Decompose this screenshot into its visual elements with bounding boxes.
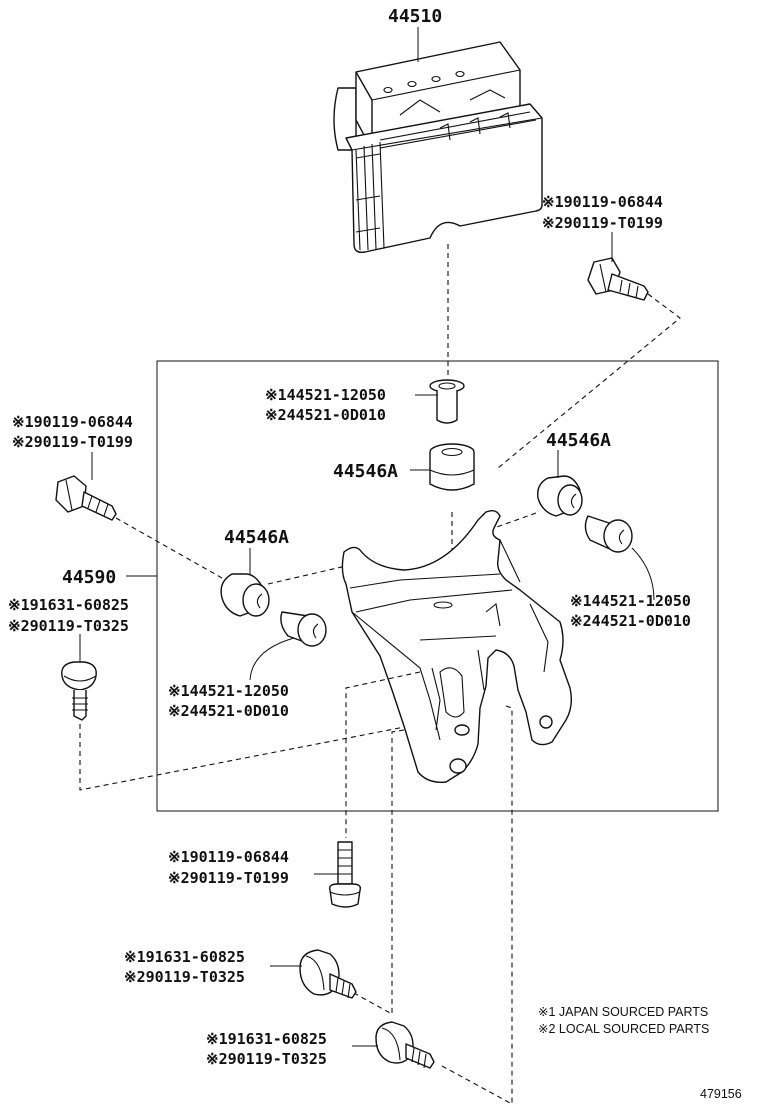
bracket-frame-box: [156, 360, 719, 812]
callout-bottom-bolt-2-b: ※290119-T0325: [124, 968, 245, 986]
cushion-left[interactable]: [220, 573, 270, 617]
callout-center-collar-2: ※244521-0D010: [265, 406, 386, 424]
callout-top-right-bolt-1: ※190119-06844: [542, 193, 663, 211]
callout-left-collar-2: ※244521-0D010: [168, 702, 289, 720]
callout-bottom-bolt-2-a: ※191631-60825: [124, 948, 245, 966]
callout-top-right-bolt-2: ※290119-T0199: [542, 214, 663, 232]
collar-left[interactable]: [280, 611, 327, 647]
collar-right[interactable]: [584, 515, 633, 553]
mounting-bracket[interactable]: [341, 509, 573, 783]
note-local-sourced: ※2 LOCAL SOURCED PARTS: [538, 1022, 709, 1036]
callout-left-bracket-bolt-1: ※191631-60825: [8, 596, 129, 614]
callout-right-collar-1: ※144521-12050: [570, 592, 691, 610]
callout-bottom-bolt-1-a: ※190119-06844: [168, 848, 289, 866]
callout-center-collar-1: ※144521-12050: [265, 386, 386, 404]
part-label-actuator: 44510: [388, 6, 442, 27]
bolt-bottom-2[interactable]: [299, 949, 357, 999]
bolt-bottom-1[interactable]: [328, 841, 362, 908]
part-label-cushion-left: 44546A: [224, 527, 289, 548]
note-japan-sourced: ※1 JAPAN SOURCED PARTS: [538, 1005, 708, 1019]
cushion-center[interactable]: [429, 443, 475, 491]
abs-actuator-drawing[interactable]: [333, 41, 543, 254]
callout-left-collar-1: ※144521-12050: [168, 682, 289, 700]
part-label-cushion-right: 44546A: [546, 430, 611, 451]
cushion-right[interactable]: [537, 475, 583, 517]
bolt-left-bracket[interactable]: [61, 661, 97, 721]
bolt-top-right[interactable]: [587, 257, 649, 301]
part-label-bracket: 44590: [62, 567, 116, 588]
collar-center[interactable]: [429, 379, 465, 424]
bolt-left-top[interactable]: [55, 475, 117, 521]
callout-left-top-bolt-2: ※290119-T0199: [12, 433, 133, 451]
callout-bottom-bolt-1-b: ※290119-T0199: [168, 869, 289, 887]
bolt-bottom-3[interactable]: [375, 1021, 435, 1069]
part-label-cushion-center: 44546A: [333, 461, 398, 482]
callout-left-top-bolt-1: ※190119-06844: [12, 413, 133, 431]
callout-right-collar-2: ※244521-0D010: [570, 612, 691, 630]
callout-bottom-bolt-3-a: ※191631-60825: [206, 1030, 327, 1048]
callout-bottom-bolt-3-b: ※290119-T0325: [206, 1050, 327, 1068]
figure-number: 479156: [700, 1087, 742, 1101]
callout-left-bracket-bolt-2: ※290119-T0325: [8, 617, 129, 635]
